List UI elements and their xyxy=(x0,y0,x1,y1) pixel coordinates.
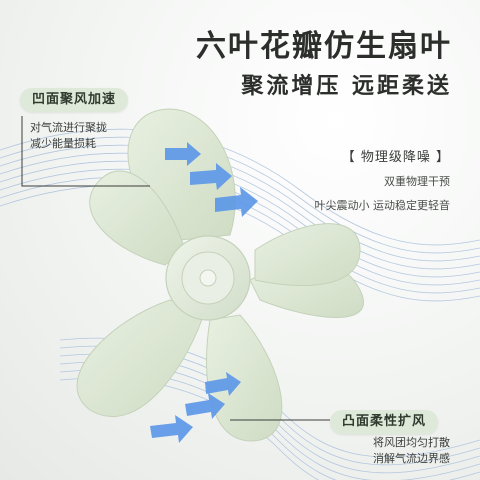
arrow-icon xyxy=(185,393,225,419)
arrow-icon xyxy=(150,415,193,443)
feature-physical-title: 【 物理级降噪 】 xyxy=(341,150,450,165)
airflow-arrows-lower xyxy=(150,372,241,443)
arrow-icon xyxy=(205,372,241,396)
arrow-icon xyxy=(215,187,258,217)
feature-concave-desc-line2: 减少能量损耗 xyxy=(30,137,96,150)
headline-subtitle: 聚流增压 远距柔送 xyxy=(241,74,452,99)
blade-bottom-left xyxy=(76,299,206,417)
callout-lines xyxy=(21,116,330,421)
headline: 六叶花瓣仿生扇叶 聚流增压 远距柔送 xyxy=(196,28,452,104)
feature-physical-desc: 双重物理干预 叶尖震动小 运动稳定更轻音 xyxy=(315,170,451,218)
airflow-lines-upper xyxy=(0,128,480,302)
feature-convex-desc: 将风团均匀打散 消解气流边界感 xyxy=(373,435,450,467)
airflow-arrows-upper xyxy=(165,142,258,217)
feature-concave-desc-line1: 对气流进行聚拢 xyxy=(30,121,107,134)
feature-physical-desc-line2: 叶尖震动小 运动稳定更轻音 xyxy=(314,199,451,212)
feature-convex-desc-line1: 将风团均匀打散 xyxy=(373,436,450,449)
feature-convex-pill: 凸面柔性扩风 xyxy=(330,410,439,434)
fan-hub xyxy=(165,235,251,321)
feature-concave-pill: 凹面聚风加速 xyxy=(20,88,129,112)
arrow-icon xyxy=(190,163,232,190)
blade-right-top xyxy=(254,223,361,287)
arrow-icon xyxy=(165,142,201,166)
blade-left xyxy=(89,170,186,266)
feature-concave-desc: 对气流进行聚拢 减少能量损耗 xyxy=(30,120,107,152)
feature-convex-desc-line2: 消解气流边界感 xyxy=(373,452,450,465)
callout-concave xyxy=(21,116,150,187)
feature-physical-desc-line1: 双重物理干预 xyxy=(384,175,450,188)
headline-title: 六叶花瓣仿生扇叶 xyxy=(196,29,452,64)
fan-blades xyxy=(76,108,364,442)
blade-bottom xyxy=(206,314,283,442)
